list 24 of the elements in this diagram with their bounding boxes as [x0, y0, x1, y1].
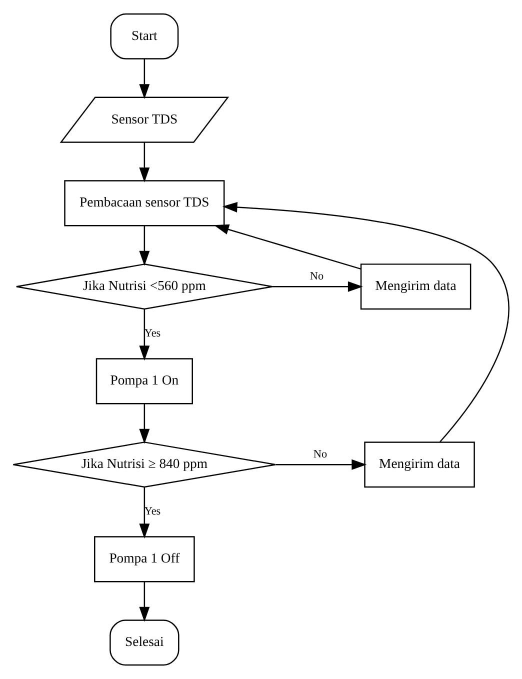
node-box: Mengirim data	[364, 442, 475, 488]
arrow	[214, 224, 361, 270]
arrow	[139, 309, 150, 361]
edge-label: Yes	[144, 328, 161, 340]
edge-label: Yes	[144, 506, 161, 518]
node-box: Selesai	[110, 620, 180, 666]
node-box: Pompa 1 Off	[94, 536, 195, 582]
arrow	[272, 281, 363, 292]
node-box: Pompa 1 On	[96, 358, 193, 404]
node-box: Pembacaan sensor TDS	[64, 180, 225, 226]
edge-label: No	[310, 270, 324, 282]
node-box: Start	[110, 13, 179, 60]
node-diamond: Jika Nutrisi ≥ 840 ppm	[12, 442, 276, 488]
arrow	[139, 404, 150, 444]
arrow	[139, 142, 150, 182]
arrow	[222, 202, 510, 442]
edge-label: No	[313, 448, 328, 460]
node-box: Mengirim data	[360, 264, 472, 310]
arrow	[139, 58, 150, 100]
arrow	[139, 487, 150, 539]
node-diamond: Jika Nutrisi <560 ppm	[16, 264, 274, 310]
arrow	[276, 459, 367, 470]
arrow	[139, 582, 150, 622]
arrow	[139, 226, 150, 266]
